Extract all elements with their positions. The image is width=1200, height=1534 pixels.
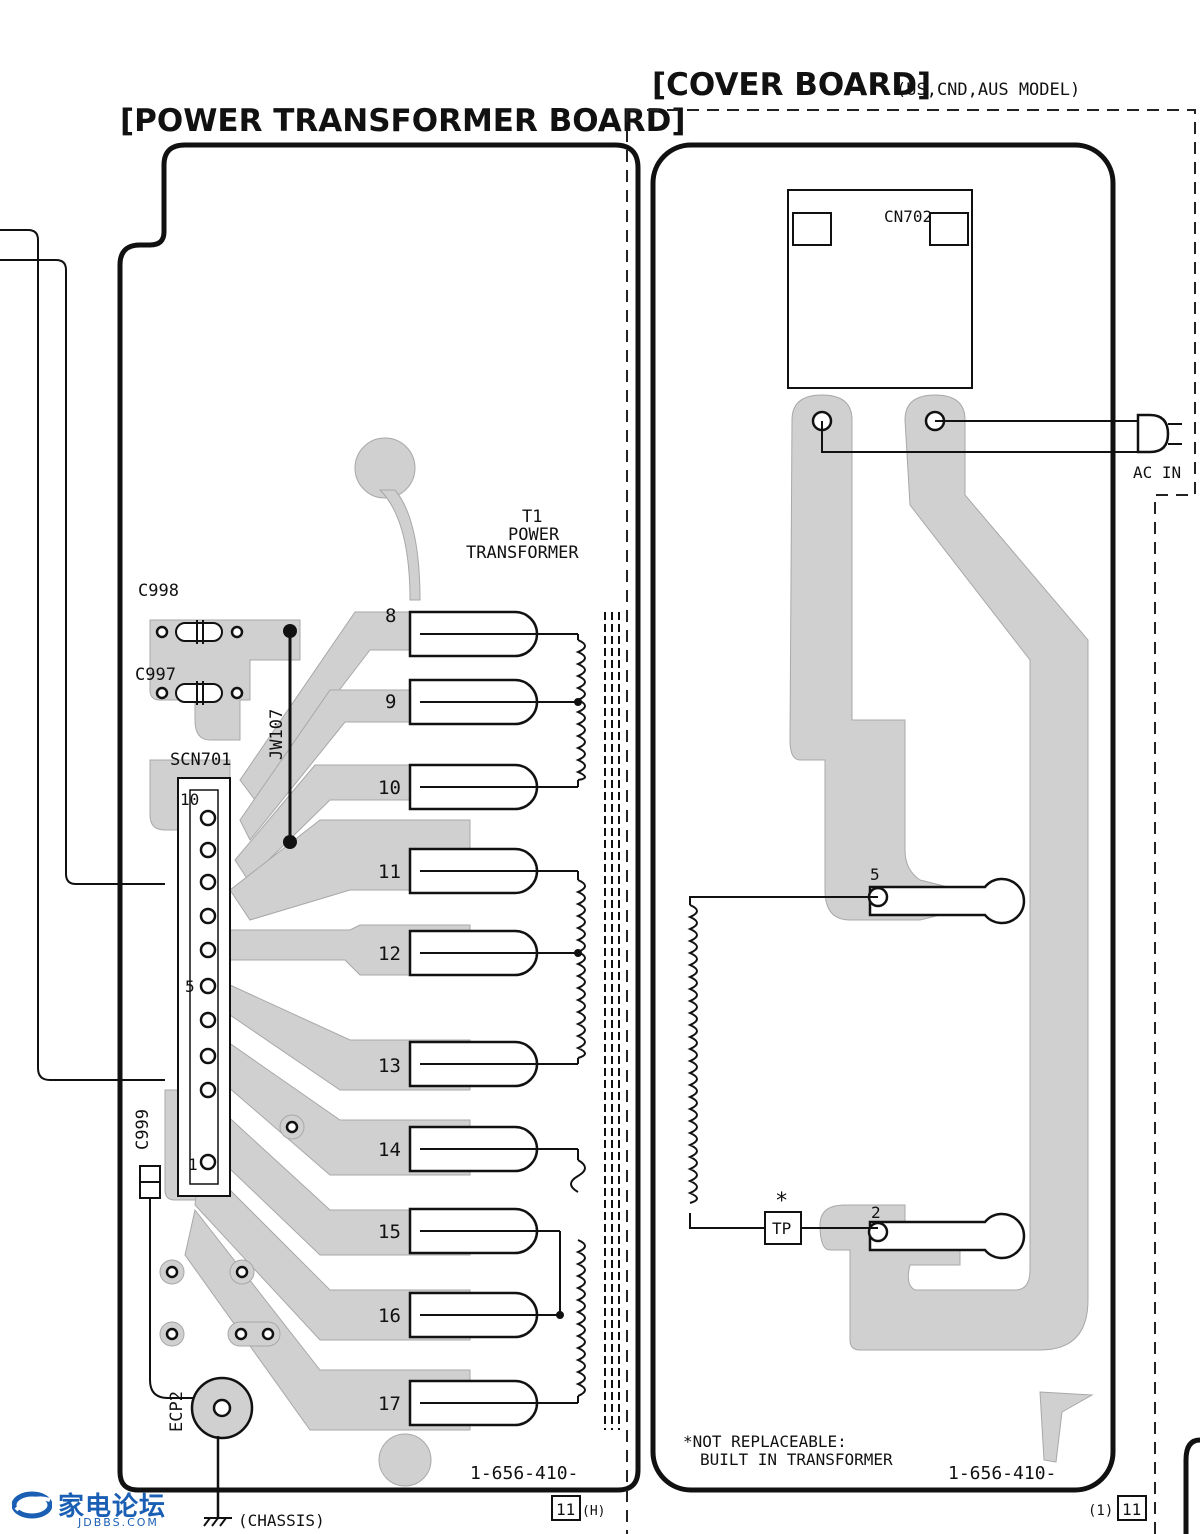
cover-board-dashed-outline [626,109,1196,1534]
cover-terminal-5-pad [868,877,1026,925]
tp-asterisk: * [775,1189,788,1214]
terminal-pads [408,610,539,1427]
terminal-9-label: 9 [385,691,396,713]
ecp2-hole [212,1398,232,1418]
chassis-label: (CHASSIS) [238,1511,325,1530]
transformer-line2: TRANSFORMER [466,543,579,563]
scn701-pin5: 5 [185,977,195,996]
cover-key-mark [1039,1391,1094,1463]
watermark-swoosh-icon [12,1491,52,1519]
terminal-11-label: 11 [378,861,401,883]
cover-terminal-2-pad [868,1212,1026,1260]
terminal-labels: 8 9 10 11 12 13 14 15 16 17 [378,605,401,1415]
terminal-17-label: 17 [378,1393,401,1415]
terminal-14-label: 14 [378,1139,401,1161]
ac-plug-icon [1136,413,1170,454]
cn702-label: CN702 [884,207,932,226]
power-board-sheet-suffix: (H) [582,1504,605,1519]
secondary-winding-3 [575,1239,586,1397]
cover-note-line2: BUILT IN TRANSFORMER [700,1450,893,1469]
pour-top-link [378,489,421,601]
scn701-inner [189,789,219,1185]
transformer-core [604,612,620,1430]
cover-trace-right [819,394,1089,1351]
terminal-13-label: 13 [378,1055,401,1077]
mount-pad-top [354,437,416,499]
watermark-brand: 家电论坛 [58,1492,167,1522]
cover-terminal-2-label: 2 [871,1203,881,1222]
power-board-sheet-ref: 11 [556,1500,575,1519]
watermark-logo: 家电论坛 JDBBS.COM [6,1486,196,1530]
cover-note-line1: *NOT REPLACEABLE: [683,1432,847,1451]
c997-label: C997 [135,665,176,685]
power-board-sheet-box [551,1495,581,1521]
scn701-label: SCN701 [170,750,231,770]
cover-board-models: (US,CND,AUS MODEL) [896,80,1080,100]
cn702-contact-left [792,212,832,246]
terminal-12-label: 12 [378,943,401,965]
c999-ground-wire [149,1198,200,1399]
ecp2-label: ECP2 [167,1391,187,1432]
cover-wire-top [689,896,878,905]
c997-capacitor [155,681,244,705]
cn702-contact-right [929,212,969,246]
primary-winding [575,639,586,781]
jw107-bottom-pad [283,835,297,849]
jw107-label: JW107 [267,709,287,760]
mount-pad-bottom [378,1433,432,1487]
cover-board-sheet-prefix: (1) [1088,1503,1113,1519]
power-board-part-no: 1-656-410- [470,1463,578,1484]
trace-16 [194,1158,471,1341]
scn701-bracket [178,777,231,1197]
watermark-site: JDBBS.COM [78,1516,159,1529]
c998-capacitor [155,620,244,644]
terminal-8-label: 8 [385,605,396,627]
adjacent-board-edge [1183,1437,1200,1534]
secondary-winding-2 [570,1159,586,1193]
cover-board-part-no: 1-656-410- [948,1463,1056,1484]
ac-in-wire-2 [821,421,1138,453]
cover-board-sheet-ref: 11 [1122,1500,1141,1519]
terminal-wires [420,633,582,1404]
ac-in-label: AC IN [1133,463,1181,482]
c998-label: C998 [138,581,179,601]
transformer-line1: POWER [508,525,560,545]
c999-label: C999 [133,1109,153,1150]
transformer-ref: T1 [522,507,542,527]
cover-trace-left [789,394,961,921]
terminal-15-label: 15 [378,1221,401,1243]
cover-board-title: [COVER BOARD] [652,67,931,103]
scn701-pins [199,809,217,1171]
scn701-pin10: 10 [180,790,199,809]
secondary-winding-1 [575,879,586,1059]
chassis-ground-icon [203,1517,232,1527]
tp-label: TP [772,1219,791,1238]
trace-17 [184,1208,471,1431]
cover-wire-bottom [689,1213,765,1229]
misc-pads [159,1114,305,1347]
left-wire-2 [0,259,165,885]
cover-terminal-5-label: 5 [870,865,880,884]
terminal-16-label: 16 [378,1305,401,1327]
cover-winding [687,904,698,1204]
terminal-10-label: 10 [378,777,401,799]
cover-board-sheet-box [1117,1495,1147,1521]
cover-terminal-2-hole [867,1221,889,1243]
power-board-title: [POWER TRANSFORMER BOARD] [120,103,686,139]
left-wire-1 [0,229,165,1081]
power-board-outline [117,142,641,1493]
scn701-pin1: 1 [188,1155,198,1174]
cover-board-outline [650,142,1116,1493]
pour-c998-c997 [149,619,301,741]
